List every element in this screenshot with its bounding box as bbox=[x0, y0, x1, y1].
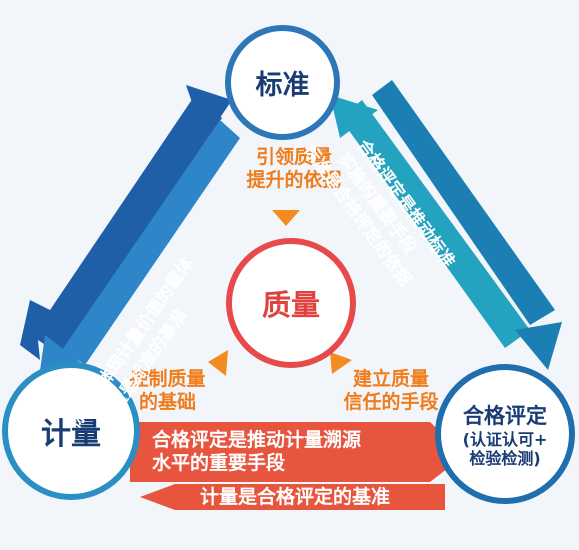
metrology-node: 计量 bbox=[2, 362, 140, 500]
left-band-inner bbox=[62, 120, 240, 365]
bottom-band-lower bbox=[140, 484, 445, 510]
right-band-arrow-bottom bbox=[515, 322, 562, 370]
bottom-upper-line2: 水平的重要手段 bbox=[152, 452, 286, 474]
top-label-line1: 引领质量 bbox=[255, 146, 332, 168]
standard-node: 标准 bbox=[225, 25, 340, 140]
metrology-title: 计量 bbox=[41, 417, 101, 452]
left-label-line1: 控制质量 bbox=[129, 368, 206, 390]
left-band-outer bbox=[20, 95, 222, 360]
right-label-line2: 信任的手段 bbox=[343, 391, 439, 413]
right-relation-label: 建立质量 信任的手段 bbox=[336, 368, 446, 414]
right-band-arrow-top bbox=[330, 95, 378, 138]
right-band-inner bbox=[372, 80, 555, 325]
left-pointer bbox=[208, 350, 228, 376]
top-relation-label: 引领质量 提升的依据 bbox=[239, 146, 349, 192]
bottom-lower-band-text: 计量是合格评定的基准 bbox=[200, 486, 390, 509]
top-pointer bbox=[272, 210, 300, 226]
conformity-node: 合格评定 (认证认可+ 检验检测) bbox=[435, 364, 575, 504]
top-label-line2: 提升的依据 bbox=[246, 169, 342, 191]
conformity-sub-2: 检验检测) bbox=[469, 449, 541, 468]
left-label-line2: 的基础 bbox=[138, 391, 196, 413]
left-relation-label: 控制质量 的基础 bbox=[110, 368, 225, 414]
quality-title: 质量 bbox=[261, 288, 320, 322]
right-band-outer bbox=[340, 100, 530, 348]
right-label-line1: 建立质量 bbox=[352, 368, 429, 390]
bottom-lower-line: 计量是合格评定的基准 bbox=[200, 486, 391, 508]
quality-node: 质量 bbox=[226, 238, 356, 368]
conformity-sub-1: (认证认可+ bbox=[462, 430, 548, 449]
right-pointer bbox=[330, 352, 352, 374]
standard-title: 标准 bbox=[255, 70, 310, 101]
conformity-title: 合格评定 bbox=[463, 404, 547, 428]
bottom-upper-band-text: 合格评定是推动计量溯源 水平的重要手段 bbox=[152, 429, 361, 475]
bottom-upper-line1: 合格评定是推动计量溯源 bbox=[152, 429, 362, 451]
bottom-band-upper bbox=[130, 422, 465, 482]
left-band-arrow-top bbox=[186, 85, 232, 140]
